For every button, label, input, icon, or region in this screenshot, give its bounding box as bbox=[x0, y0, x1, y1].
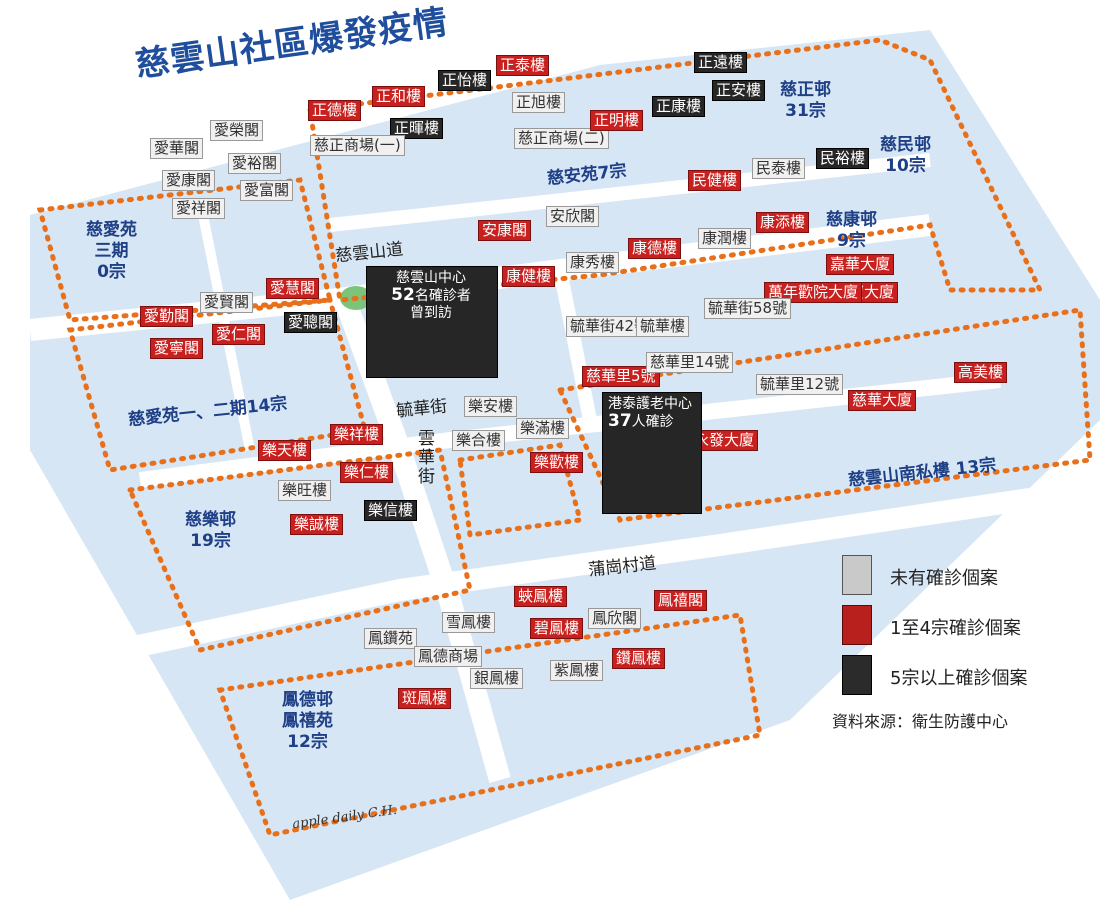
building-label: 正怡樓 bbox=[438, 70, 492, 91]
building-label: 高美樓 bbox=[954, 362, 1008, 383]
building-label: 鳳德商場 bbox=[414, 646, 483, 667]
building-label: 慈正商場(一) bbox=[310, 135, 405, 156]
legend-swatch-black bbox=[842, 655, 872, 695]
building-label: 樂滿樓 bbox=[516, 418, 570, 439]
building-label: 安康閣 bbox=[478, 220, 532, 241]
building-label: 民健樓 bbox=[688, 170, 742, 191]
building-label: 樂誠樓 bbox=[290, 514, 344, 535]
building-label: 鳳欣閣 bbox=[588, 608, 642, 629]
building-label: 愛榮閣 bbox=[210, 120, 264, 141]
building-label: 樂仁樓 bbox=[340, 462, 394, 483]
building-label: 萬年歡院大廈 bbox=[764, 282, 863, 303]
building-label: 樂合樓 bbox=[452, 430, 506, 451]
building-label: 樂安樓 bbox=[464, 396, 518, 417]
building-label: 愛裕閣 bbox=[228, 153, 282, 174]
building-label: 正旭樓 bbox=[512, 92, 566, 113]
building-label: 毓華樓 bbox=[636, 316, 690, 337]
building-label: 毓華里12號 bbox=[756, 374, 844, 395]
building-label: 銀鳳樓 bbox=[470, 668, 524, 689]
building-label: 康健樓 bbox=[502, 266, 556, 287]
building-label: 民裕樓 bbox=[816, 148, 870, 169]
building-label: 鳳鑽苑 bbox=[364, 628, 418, 649]
building-label: 愛康閣 bbox=[162, 170, 216, 191]
building-label: 愛富閣 bbox=[240, 180, 294, 201]
building-label: 愛聰閣 bbox=[284, 312, 338, 333]
legend-label-none: 未有確診個案 bbox=[890, 568, 998, 589]
building-label: 愛華閣 bbox=[150, 138, 204, 159]
building-label: 永發大廈 bbox=[690, 430, 759, 451]
building-label: 樂信樓 bbox=[364, 500, 418, 521]
source-note: 資料來源：衛生防護中心 bbox=[832, 712, 1009, 731]
building-label: 慈華里5號 bbox=[582, 366, 660, 387]
building-label: 正德樓 bbox=[308, 100, 362, 121]
building-label: 斑鳳樓 bbox=[398, 688, 452, 709]
building-label: 康秀樓 bbox=[566, 252, 620, 273]
street-yuk-wah: 毓華街 bbox=[395, 396, 449, 422]
building-label: 愛勤閣 bbox=[140, 306, 194, 327]
legend-swatch-grey bbox=[842, 555, 872, 595]
building-label: 雪鳳樓 bbox=[442, 612, 496, 633]
legend-swatch-red bbox=[842, 605, 872, 645]
building-label: 康德樓 bbox=[628, 238, 682, 259]
street-wan-wah: 雲華街 bbox=[418, 429, 435, 487]
building-label: 康添樓 bbox=[756, 212, 810, 233]
building-label: 愛慧閣 bbox=[266, 278, 320, 299]
building-label: 鑽鳳樓 bbox=[612, 648, 666, 669]
kong-tai-home-label: 港泰護老中心 37人確診 bbox=[608, 396, 692, 431]
tsz-wan-shan-centre-building bbox=[366, 266, 498, 378]
building-label: 樂歡樓 bbox=[530, 452, 584, 473]
building-label: 紫鳳樓 bbox=[550, 660, 604, 681]
building-label: 嘉華大廈 bbox=[826, 254, 895, 275]
building-label: 愛寧閣 bbox=[150, 338, 204, 359]
building-label: 愛祥閣 bbox=[172, 198, 226, 219]
building-label: 蛺鳳樓 bbox=[514, 586, 568, 607]
building-label: 樂旺樓 bbox=[278, 480, 332, 501]
legend-label-1to4: 1至4宗確診個案 bbox=[890, 618, 1021, 639]
building-label: 毓華街58號 bbox=[704, 298, 792, 319]
legend-label-5plus: 5宗以上確診個案 bbox=[890, 668, 1028, 689]
building-label: 鳳禧閣 bbox=[654, 590, 708, 611]
building-label: 正遠樓 bbox=[694, 52, 748, 73]
building-label: 安欣閣 bbox=[546, 206, 600, 227]
building-label: 樂天樓 bbox=[258, 440, 312, 461]
building-label: 正暉樓 bbox=[390, 118, 444, 139]
building-label: 慈華里14號 bbox=[646, 352, 734, 373]
building-label: 正明樓 bbox=[590, 110, 644, 131]
building-label: 慈華大廈 bbox=[848, 390, 917, 411]
building-label: 愛賢閣 bbox=[200, 292, 254, 313]
building-label: 正安樓 bbox=[712, 80, 766, 101]
building-label: 正康樓 bbox=[652, 96, 706, 117]
building-label: 樂祥樓 bbox=[330, 424, 384, 445]
building-label: 正和樓 bbox=[372, 86, 426, 107]
tsz-wan-shan-centre-label: 慈雲山中心 52名確診者 曾到訪 bbox=[391, 270, 471, 321]
building-label: 愛仁閣 bbox=[212, 324, 266, 345]
building-label: 碧鳳樓 bbox=[530, 618, 584, 639]
building-label: 民泰樓 bbox=[752, 158, 806, 179]
building-label: 正泰樓 bbox=[496, 55, 550, 76]
building-label: 康潤樓 bbox=[698, 228, 752, 249]
building-label: 毓華街42號 bbox=[566, 316, 654, 337]
building-label: 慈正商場(二) bbox=[514, 128, 609, 149]
kong-tai-home-building bbox=[602, 392, 702, 514]
